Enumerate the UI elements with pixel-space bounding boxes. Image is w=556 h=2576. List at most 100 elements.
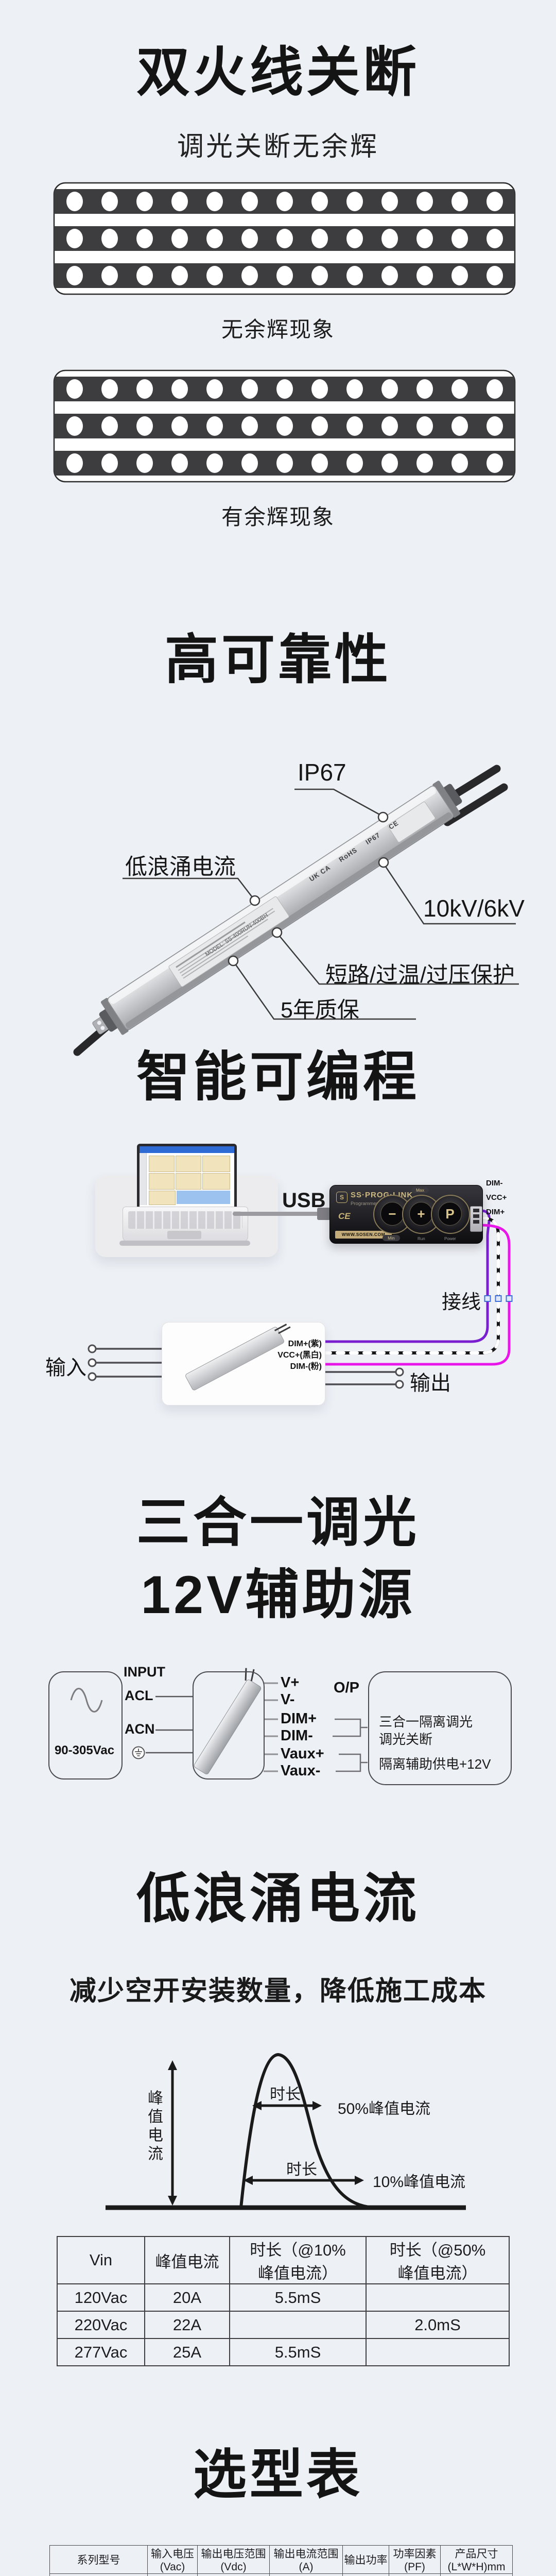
led-dot [206,416,223,436]
output-cable-2 [443,783,508,826]
led-dot [346,266,363,285]
led-dot [416,453,433,473]
led-dot [416,192,433,211]
software-chart-pane [149,1173,175,1190]
led-dot [101,416,118,436]
led-dot [241,416,258,436]
io-terminals [88,1344,404,1389]
led-dot [206,229,223,248]
led-dot [381,379,398,399]
software-chart-pane [176,1173,201,1190]
software-chart-pane [149,1191,176,1205]
sosen-logo-icon: S [336,1192,348,1203]
col-header: 系列型号 [49,2545,148,2574]
usb-cable [233,1212,331,1216]
wire-dim-minus [324,1224,511,1366]
wire-vcc-white-stripes [324,1216,500,1354]
led-dot [276,379,293,399]
pin-dimplus: DIM+ [281,1710,317,1727]
led-dot [206,192,223,211]
input-label: 输入 [45,1357,86,1379]
software-chart-pane [202,1156,230,1172]
led-dot [171,229,188,248]
led-dot [381,266,398,285]
led-dot [66,229,83,248]
led-dot [486,416,503,436]
programming-wires [88,1209,513,1389]
led-dot [101,453,118,473]
program-button[interactable]: P [431,1195,470,1234]
card-wire-label-vcc: VCC+(黑白) [277,1351,322,1360]
col-header: 输出功率 [342,2545,389,2574]
section-title-reliability: 高可靠性 [164,630,391,690]
pin-label-vcc: VCC+ [486,1193,507,1202]
ac-source-box [48,1671,123,1780]
led-dot [66,416,83,436]
plus-button[interactable]: + [402,1195,441,1234]
led-dot [381,229,398,248]
pin-dimminus: DIM- [281,1727,313,1744]
col-header: 峰值电流 [144,2236,230,2284]
led-dot [66,266,83,285]
note-aux: 隔离辅助供电+12V [379,1756,491,1772]
led-dot [101,192,118,211]
led-dot [486,229,503,248]
led-dots [66,192,503,285]
col-header: 产品尺寸(L*W*H)mm [440,2545,513,2574]
website-plate: WWW.SOSEN.COM [335,1231,392,1239]
pin-vauxplus: Vaux+ [281,1745,324,1762]
led-panel-glow [53,369,516,483]
card-wire-label-dim-plus: DIM+(紫) [288,1340,322,1348]
led-dot [206,453,223,473]
function-note-box [368,1671,512,1785]
software-chart-pane [202,1173,230,1190]
led-dot [136,416,153,436]
led-dot [241,266,258,285]
vac-range-label: 90-305Vac [54,1743,115,1757]
col-header: 输出电压范围(Vdc) [197,2545,270,2574]
laptop-keyboard [128,1211,242,1229]
software-chart-pane [176,1156,201,1172]
led-dot [136,266,153,285]
usb-label: USB [282,1189,326,1212]
ground-icon [132,1746,145,1759]
led-dot [171,453,188,473]
led-dot [241,229,258,248]
callout-lines [123,788,519,1020]
section-subtitle-inrush: 减少空开安装数量，降低施工成本 [69,1976,486,2006]
led-dot [416,266,433,285]
max-label: Max [411,1187,429,1193]
led-dot [451,192,468,211]
col-header: 输出电流范围(A) [269,2545,343,2574]
pulse-curve [239,2053,374,2209]
software-title-bar [140,1146,234,1153]
led-dot [136,379,153,399]
led-dot [311,266,328,285]
chart-duration-upper: 时长 [270,2086,301,2103]
led-dot [486,453,503,473]
led-dot [241,192,258,211]
programmer-version: Programmer V4.0 [351,1201,389,1207]
col-header: 功率因素(PF) [389,2545,441,2574]
led-dot [486,192,503,211]
chart-p50-label: 50%峰值电流 [338,2100,431,2117]
led-panel-no-glow [53,182,516,295]
led-dot [311,192,328,211]
caption-no-glow: 无余辉现象 [221,317,335,342]
acl-label: ACL [125,1688,153,1703]
callout-surge: 低浪涌电流 [125,855,236,879]
led-dot [486,266,503,285]
callout-markers [228,811,389,967]
op-label: O/P [334,1680,359,1696]
pin-brackets [333,1718,368,1772]
section-subtitle-dual-line: 调光关断无余辉 [177,132,379,162]
chart-duration-lower: 时长 [286,2161,317,2178]
output-label: 输出 [410,1372,451,1395]
led-dot [486,379,503,399]
pin-label-dim-minus: DIM- [486,1179,503,1188]
led-dot [276,266,293,285]
section-title-inrush: 低浪涌电流 [136,1869,420,1929]
inrush-chart [106,2053,466,2210]
